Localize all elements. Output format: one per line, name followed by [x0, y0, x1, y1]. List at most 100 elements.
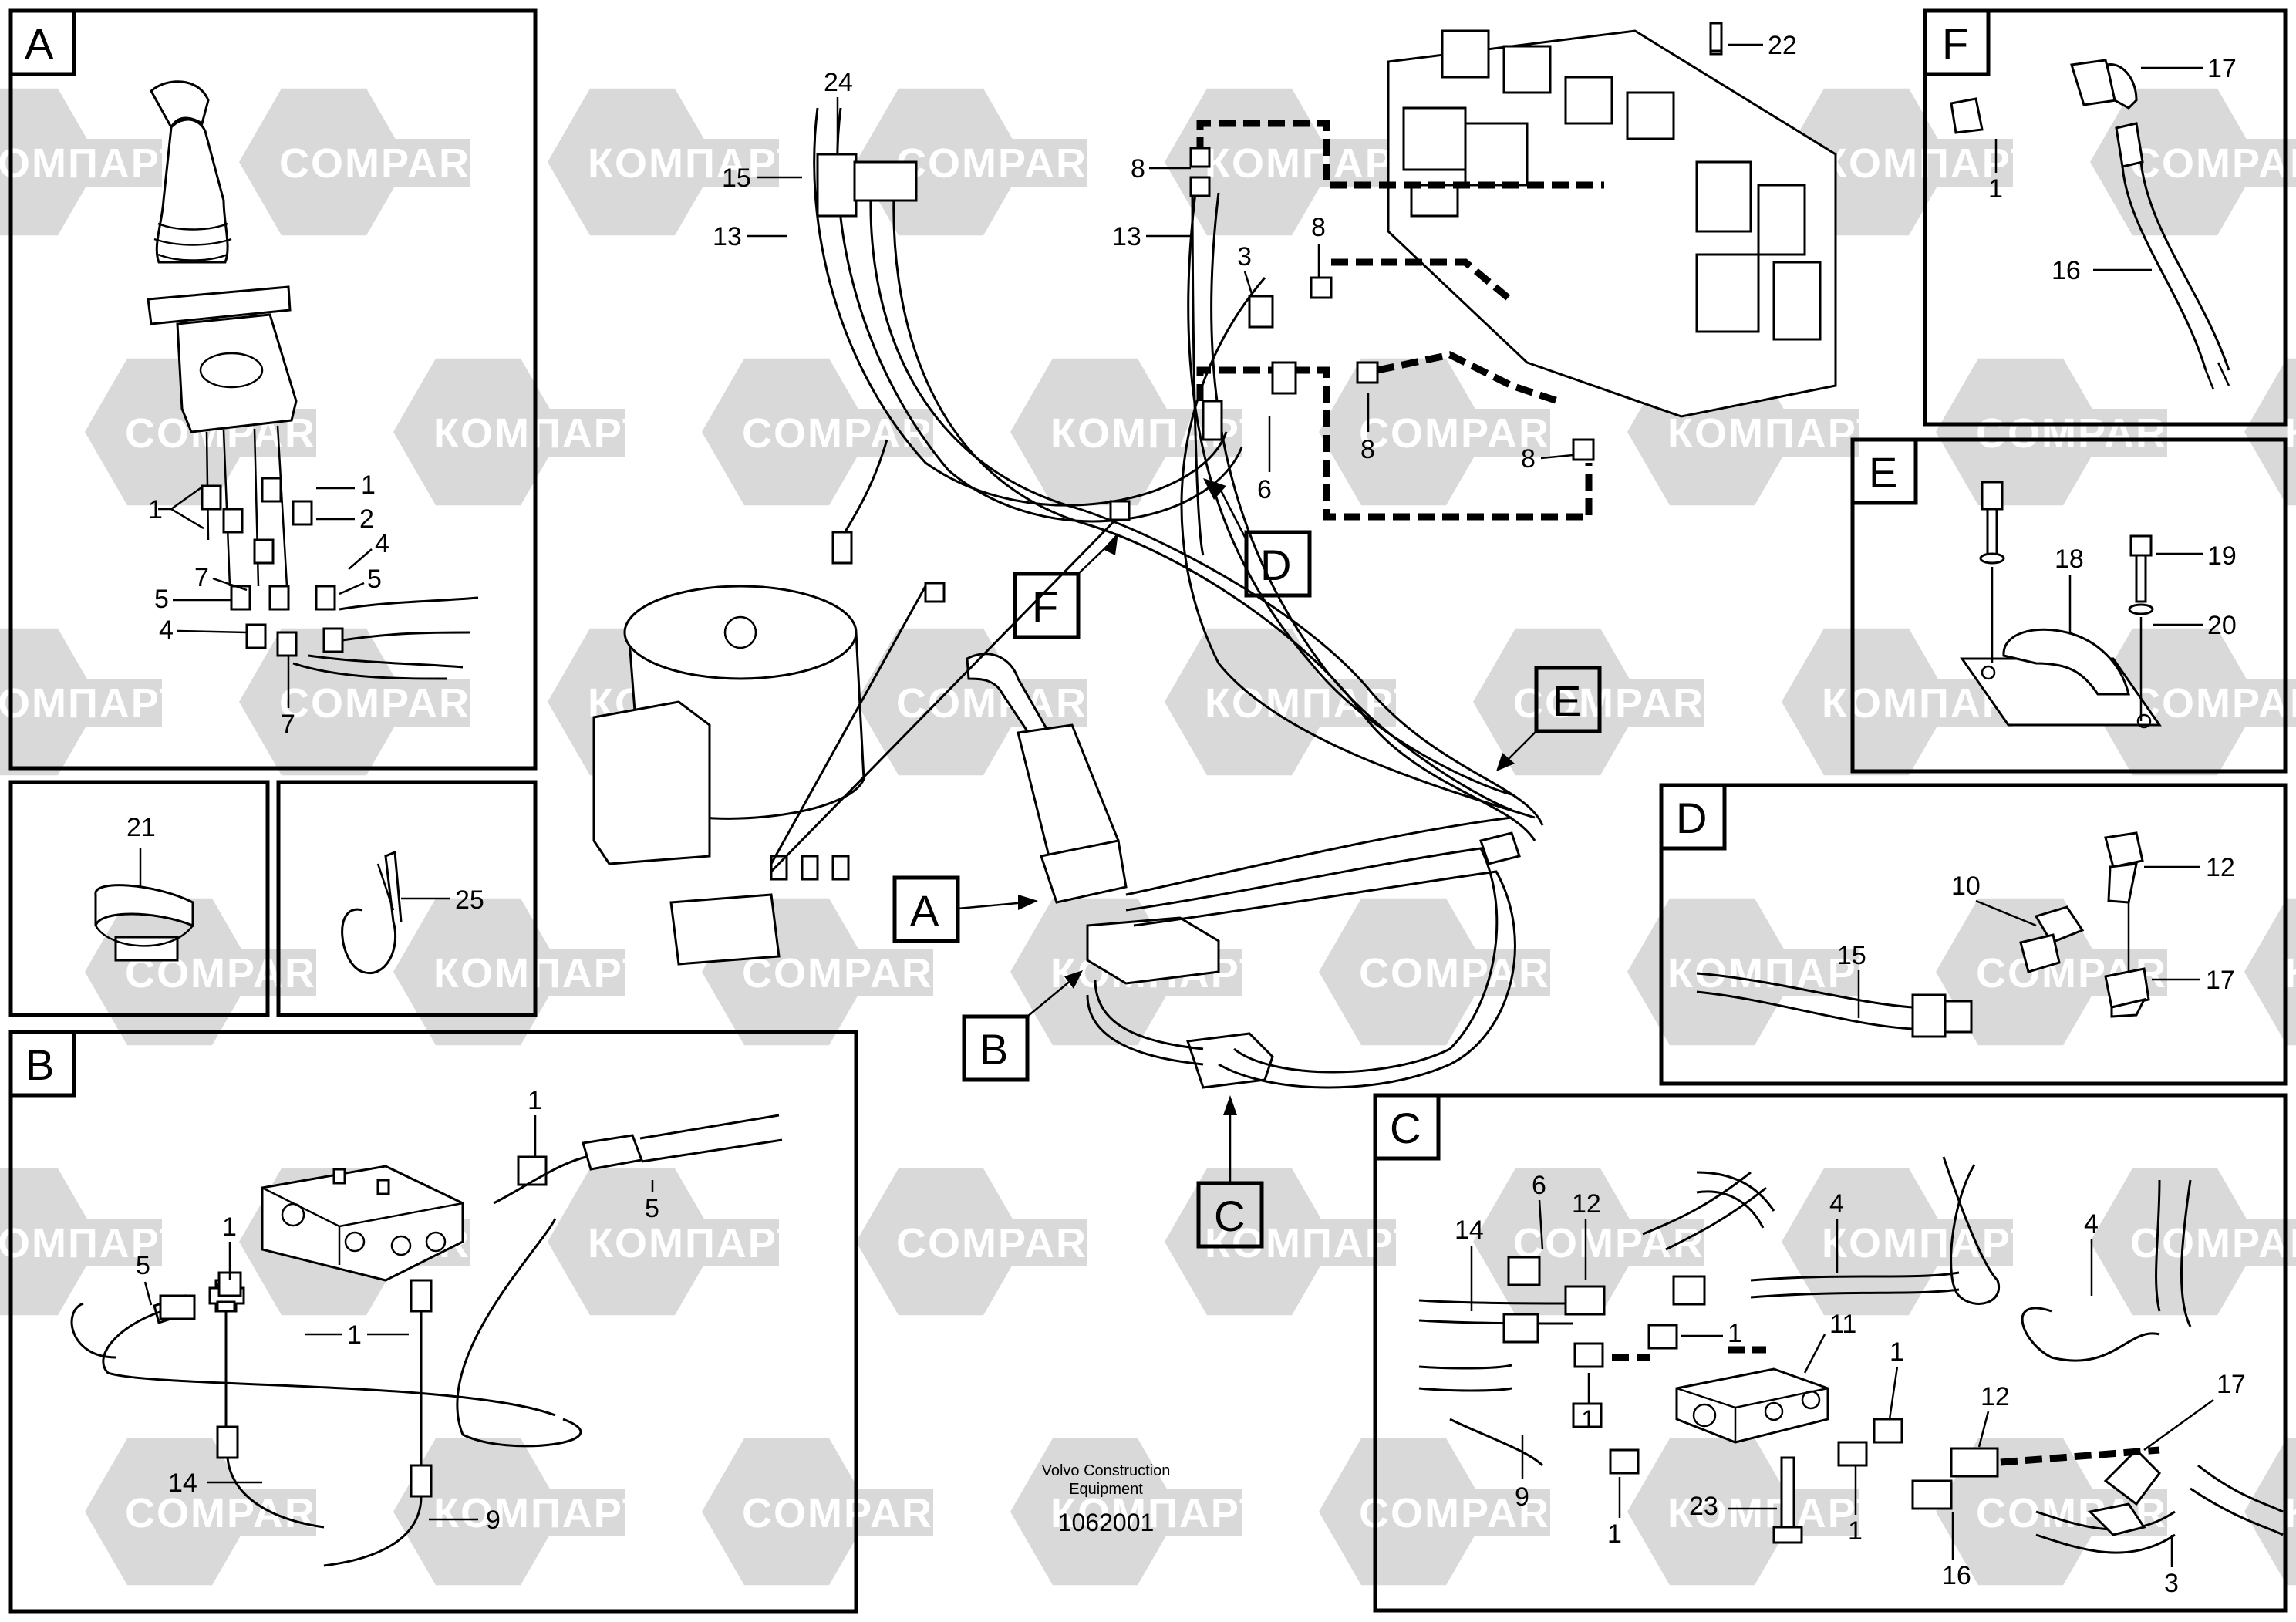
svg-text:6: 6: [1257, 475, 1272, 504]
flag-d: D: [1260, 541, 1291, 589]
main-letter-flags: D F E A B C: [892, 478, 1602, 1249]
drawing-number: 1062001: [1058, 1509, 1155, 1536]
flag-e: E: [1553, 676, 1581, 725]
svg-text:12: 12: [1981, 1382, 2010, 1411]
callouts-e: 18 19 20: [2055, 541, 2237, 640]
svg-text:1: 1: [222, 1212, 237, 1242]
svg-text:15: 15: [722, 164, 751, 193]
callouts-a: 1 1 2 4 5 7 5 4 7: [148, 470, 389, 739]
svg-text:1: 1: [1890, 1337, 1904, 1367]
valve-block-main-c: [1185, 1032, 1274, 1089]
svg-text:13: 13: [1112, 222, 1141, 251]
svg-text:17: 17: [2207, 54, 2237, 83]
svg-text:16: 16: [1942, 1561, 1971, 1590]
svg-text:9: 9: [1515, 1482, 1529, 1512]
letter-box-c: [1373, 1093, 1441, 1161]
svg-text:10: 10: [1951, 872, 1981, 901]
svg-text:4: 4: [2084, 1209, 2099, 1239]
detail-frame-25: [276, 780, 538, 1017]
detail-label-c: C: [1390, 1104, 1421, 1152]
svg-text:11: 11: [1829, 1310, 1856, 1339]
clamp-drawing-21: 21: [94, 813, 194, 962]
svg-text:1: 1: [148, 495, 163, 524]
svg-text:14: 14: [1455, 1216, 1484, 1245]
svg-text:1: 1: [1581, 1405, 1596, 1435]
svg-text:20: 20: [2207, 611, 2237, 640]
svg-text:9: 9: [486, 1506, 501, 1535]
svg-text:1: 1: [1728, 1319, 1742, 1348]
svg-text:22: 22: [1768, 31, 1797, 60]
svg-text:8: 8: [1131, 154, 1145, 184]
svg-text:1: 1: [347, 1320, 362, 1350]
detail-label-d: D: [1676, 794, 1707, 842]
svg-text:19: 19: [2207, 541, 2237, 571]
drawing-footer: Volvo Construction Equipment 1062001: [1042, 1462, 1171, 1536]
callouts-d: 10 12 15 17: [1837, 853, 2235, 1018]
callout-21: 21: [126, 813, 156, 842]
svg-text:1: 1: [1607, 1519, 1622, 1549]
valve-block-main-b: [1086, 916, 1220, 985]
svg-text:5: 5: [154, 585, 169, 614]
joystick-drawing-a: [147, 80, 479, 680]
svg-text:5: 5: [645, 1194, 659, 1223]
joystick-drawing-main: [966, 653, 1128, 904]
svg-text:2: 2: [359, 504, 374, 534]
svg-text:1: 1: [1988, 174, 2003, 204]
svg-text:3: 3: [2164, 1569, 2179, 1598]
svg-text:23: 23: [1689, 1492, 1718, 1521]
valve-block-drawing-c: [1418, 1156, 2284, 1554]
detail-frame-d: [1659, 783, 2288, 1086]
letter-box-e: [1850, 437, 1918, 505]
swing-motor-drawing: [592, 585, 865, 966]
main-fittings: [816, 22, 1723, 865]
svg-text:1: 1: [528, 1086, 542, 1115]
detail-frame-e: [1850, 437, 2288, 774]
cable-tie-drawing-25: 25: [341, 850, 484, 975]
svg-text:8: 8: [1311, 213, 1326, 242]
detail-frame-21: [8, 780, 270, 1017]
svg-text:24: 24: [824, 68, 853, 97]
detail-frame-c: [1373, 1093, 2288, 1613]
letter-box-b: [8, 1030, 76, 1098]
detail-label-f: F: [1942, 19, 1968, 68]
svg-text:7: 7: [281, 710, 295, 739]
valve-block-drawing-b: [70, 1114, 783, 1567]
svg-text:6: 6: [1532, 1171, 1546, 1200]
footer-sub: Equipment: [1069, 1481, 1143, 1498]
svg-text:17: 17: [2206, 966, 2235, 995]
detail-label-a: A: [25, 19, 54, 68]
svg-text:14: 14: [168, 1469, 197, 1498]
svg-text:8: 8: [1521, 444, 1536, 474]
svg-text:4: 4: [375, 529, 389, 558]
detail-label-b: B: [25, 1040, 54, 1089]
svg-text:5: 5: [367, 565, 382, 594]
callouts-f: 17 1 16: [1988, 54, 2237, 285]
clamp-drawing-e: [1960, 481, 2162, 729]
svg-text:4: 4: [159, 615, 174, 645]
footer-brand: Volvo Construction: [1042, 1462, 1171, 1479]
letter-box-d: [1659, 783, 1727, 851]
callouts-b: 1 5 1 5 1 14 9: [136, 1086, 659, 1535]
detail-label-e: E: [1869, 448, 1897, 497]
callouts-main: 24 22 15 13 8 13 8 3 8 8 6: [713, 31, 1797, 504]
letter-box-a: [8, 8, 76, 76]
letter-box-f: [1923, 8, 1991, 76]
svg-text:4: 4: [1829, 1189, 1844, 1219]
svg-text:1: 1: [1848, 1516, 1863, 1546]
flag-c: C: [1214, 1192, 1245, 1240]
svg-text:12: 12: [1572, 1189, 1601, 1219]
fittings-drawing-d: [1696, 831, 2150, 1038]
svg-text:5: 5: [136, 1251, 150, 1280]
svg-text:17: 17: [2217, 1370, 2246, 1399]
svg-text:13: 13: [713, 222, 742, 251]
detail-frame-a: [8, 8, 538, 771]
svg-text:18: 18: [2055, 545, 2084, 574]
svg-text:15: 15: [1837, 941, 1866, 970]
flag-f: F: [1032, 582, 1058, 631]
dashed-pilot-lines: [1196, 120, 1604, 521]
flag-b: B: [979, 1025, 1008, 1074]
svg-text:8: 8: [1360, 435, 1375, 464]
detail-frame-f: [1923, 8, 2288, 427]
svg-text:3: 3: [1237, 242, 1252, 271]
callouts-c: 14 6 12 4 4 1 11 1 12 17 1 9 1 23 1 16 3: [1455, 1171, 2246, 1598]
